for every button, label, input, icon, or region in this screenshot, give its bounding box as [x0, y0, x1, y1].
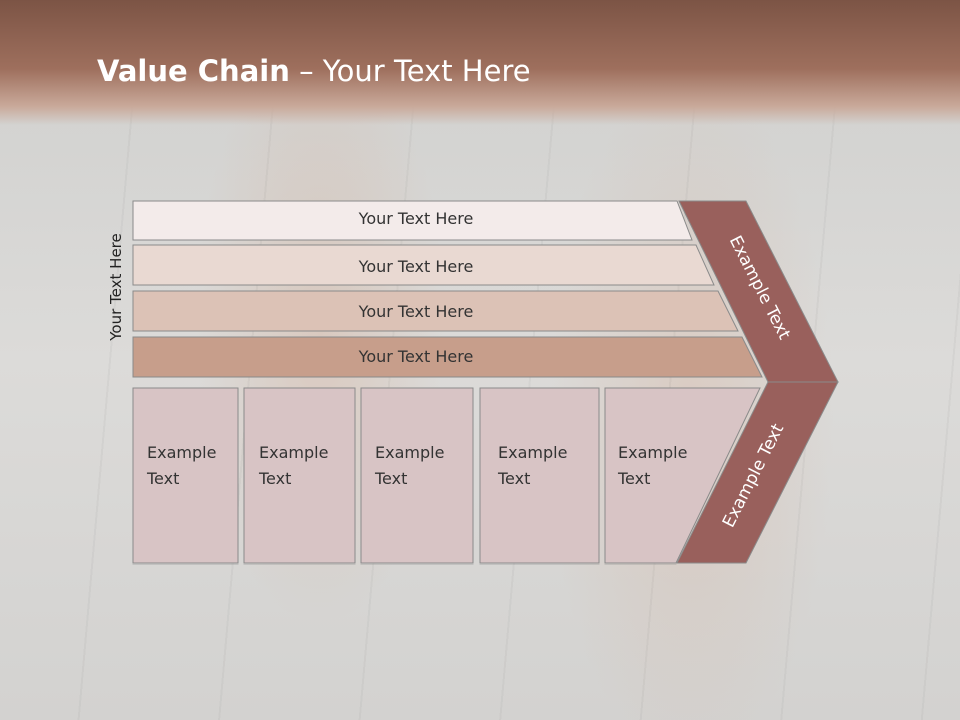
primary-box-3-line2: Text: [374, 469, 407, 488]
support-row-2-label: Your Text Here: [358, 257, 474, 276]
primary-box-4[interactable]: [479, 387, 600, 564]
title-rest: – Your Text Here: [289, 54, 531, 88]
support-row-1[interactable]: [132, 200, 693, 241]
support-row-2[interactable]: [132, 244, 715, 286]
support-row-4[interactable]: [132, 336, 763, 378]
primary-boxes: Example Text Example Text Example Text E…: [132, 387, 761, 564]
support-row-3[interactable]: [132, 290, 739, 332]
primary-box-4-line1: Example: [498, 443, 567, 462]
title-banner: [0, 0, 960, 125]
support-rows: Your Text Here Your Text Here Your Text …: [132, 200, 763, 378]
primary-box-5-line1: Example: [618, 443, 687, 462]
primary-box-2[interactable]: [243, 387, 356, 564]
primary-box-1-line1: Example: [147, 443, 216, 462]
primary-box-2-line1: Example: [259, 443, 328, 462]
primary-box-2-line2: Text: [258, 469, 291, 488]
primary-box-4-line2: Text: [497, 469, 530, 488]
primary-box-5[interactable]: [604, 387, 761, 564]
chevron-lower-band[interactable]: [676, 381, 839, 564]
support-row-4-label: Your Text Here: [358, 347, 474, 366]
page-title: Value Chain – Your Text Here: [97, 54, 531, 88]
support-row-3-label: Your Text Here: [358, 302, 474, 321]
diagram-reflection: [132, 564, 825, 720]
primary-box-1[interactable]: [132, 387, 239, 564]
primary-box-1-line2: Text: [146, 469, 179, 488]
support-row-1-label: Your Text Here: [358, 209, 474, 228]
primary-box-3[interactable]: [360, 387, 474, 564]
primary-box-5-line2: Text: [617, 469, 650, 488]
primary-box-3-line1: Example: [375, 443, 444, 462]
title-bold: Value Chain: [97, 54, 290, 88]
